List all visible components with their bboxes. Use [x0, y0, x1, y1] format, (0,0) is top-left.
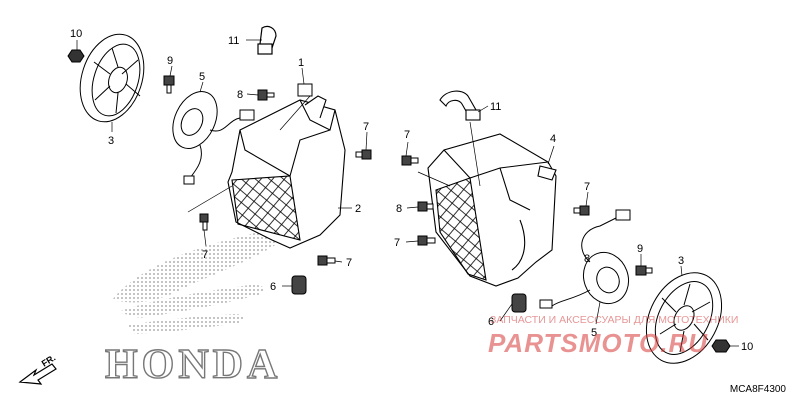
bolt-7-right-b [417, 235, 436, 246]
callout-left-7: 7 [363, 121, 369, 133]
bolt-7-left-a [355, 149, 372, 160]
harness-clip-left [257, 25, 277, 55]
grommet-left [291, 275, 307, 295]
callout-left-5: 1 [298, 57, 304, 69]
callout-left-3: 5 [199, 71, 205, 83]
bolt-9-left [163, 75, 175, 94]
callout-right-5: 8 [584, 253, 590, 265]
watermark: ЗАПЧАСТИ И АКСЕССУАРЫ ДЛЯ МОТОТЕХНИКИ PA… [488, 314, 738, 358]
callouts-left: 10 3 9 5 11 1 8 7 2 7 6 7 [70, 28, 369, 293]
callout-right-7: 9 [637, 243, 643, 255]
callout-left-1: 3 [108, 135, 114, 147]
nut-left [67, 49, 85, 63]
callout-right-0: 11 [490, 101, 501, 113]
front-arrow-icon [18, 363, 57, 385]
honda-wordmark: HONDA [105, 342, 281, 388]
callout-right-10: 5 [591, 327, 597, 339]
bolt-9-right [635, 265, 653, 276]
callouts-right: 11 7 4 7 8 8 7 9 3 6 5 10 [394, 101, 753, 353]
watermark-logo: PARTSMOTO.RU [488, 328, 708, 358]
fan-shroud-right [427, 133, 557, 287]
fan-right [645, 272, 723, 364]
callout-left-0: 10 [70, 28, 82, 40]
clip-1 [297, 83, 313, 97]
honda-wing-logo [112, 230, 284, 334]
callout-right-1: 7 [404, 129, 410, 141]
callout-right-6: 7 [394, 237, 400, 249]
nut-right [711, 339, 731, 353]
harness-clip-right [439, 90, 481, 121]
callout-right-8: 3 [678, 255, 684, 267]
callout-right-4: 8 [396, 203, 402, 215]
fan-left [79, 33, 145, 123]
callout-left-9: 7 [202, 249, 208, 261]
leaders-right [405, 105, 739, 347]
callout-right-2: 4 [550, 133, 556, 145]
bolt-8-right-a [417, 201, 434, 212]
leaders-left [76, 39, 368, 287]
callout-left-10: 6 [270, 281, 276, 293]
callout-right-11: 10 [741, 341, 753, 353]
grommet-right [511, 293, 527, 313]
callout-left-8: 2 [355, 203, 361, 215]
bolt-8-left [257, 89, 275, 101]
callout-left-6: 8 [237, 89, 243, 101]
callout-left-4: 11 [228, 35, 239, 47]
diagram-code: MCA8F4300 [729, 384, 786, 395]
callout-left-11: 7 [346, 257, 352, 269]
bolt-8-right-b [573, 205, 590, 216]
callout-right-9: 6 [488, 316, 494, 328]
fan-shroud-left [227, 95, 346, 249]
fan-motor-left [172, 91, 255, 185]
watermark-tagline: ЗАПЧАСТИ И АКСЕССУАРЫ ДЛЯ МОТОТЕХНИКИ [490, 314, 738, 326]
bolt-7-left-b [199, 213, 209, 231]
front-label: FR. [40, 353, 58, 369]
callout-right-3: 7 [584, 181, 590, 193]
bolt-7-left-c [317, 255, 336, 266]
callout-left-2: 9 [167, 55, 173, 67]
bolt-7-right-a [401, 155, 419, 166]
fan-motor-right [539, 209, 631, 309]
